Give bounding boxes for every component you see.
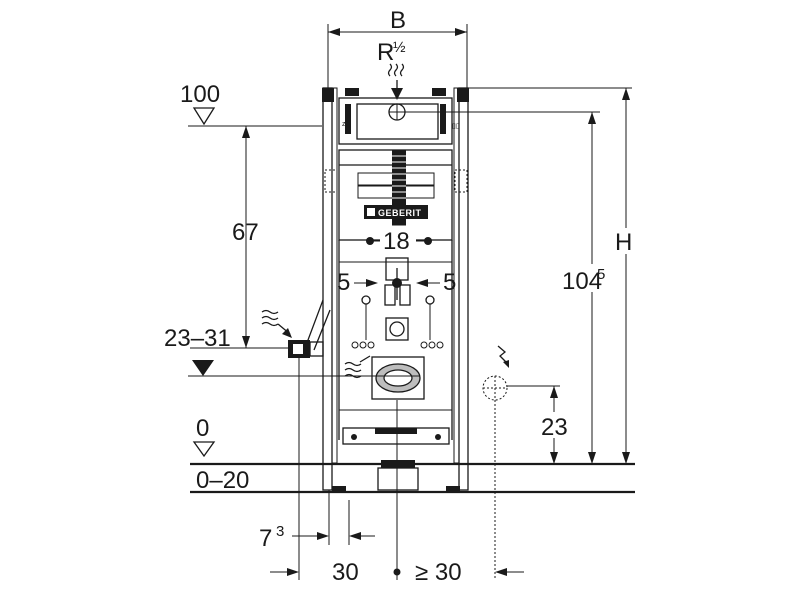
level-0-20-label: 0–20	[196, 467, 249, 494]
dimension-5-left: 5	[337, 269, 378, 296]
supply-fraction: ½	[393, 39, 406, 56]
dimension-30: 30	[270, 559, 401, 586]
dimension-width-b: B	[327, 7, 468, 88]
lightning-icon	[497, 345, 509, 368]
level-zero-label: 0	[196, 415, 209, 442]
dim-104-label: 104	[562, 268, 602, 295]
level-100: 100	[180, 81, 322, 127]
dim-18-label: 18	[383, 228, 410, 255]
dim-7-label: 7	[259, 525, 272, 552]
level-top-label: 100	[180, 81, 220, 108]
supply-label: R	[377, 39, 394, 66]
dimension-23-31: 23–31	[164, 309, 420, 379]
dim-5-right-label: 5	[443, 269, 456, 296]
electrical-outlet	[482, 345, 560, 401]
svg-text:GEBERIT: GEBERIT	[378, 208, 422, 218]
height-label: H	[615, 229, 632, 256]
dimension-5-right: 5	[416, 269, 456, 296]
geberit-logo: GEBERIT	[364, 205, 428, 219]
level-zero: 0 0–20	[192, 415, 249, 494]
dim-ge-30-label: ≥ 30	[415, 559, 462, 586]
level-triangle-icon	[192, 360, 214, 376]
width-label: B	[390, 7, 406, 34]
dimension-ge-30: ≥ 30	[415, 559, 524, 586]
dim-104-sup: 5	[597, 266, 605, 283]
floor-drain	[377, 460, 419, 491]
dim-7-sup: 3	[276, 523, 284, 540]
water-wave-icon	[387, 63, 405, 77]
svg-text:z: z	[342, 121, 346, 128]
water-wave-icon	[344, 355, 371, 379]
level-triangle-icon	[192, 441, 216, 458]
dimension-67: 67	[232, 126, 259, 348]
supply-valve	[288, 340, 324, 358]
dimension-height-h: H	[468, 87, 640, 464]
water-wave-icon	[261, 309, 292, 338]
level-triangle-icon	[192, 107, 216, 126]
dim-30-label: 30	[332, 559, 359, 586]
supply-connection-label: R ½	[377, 39, 406, 100]
svg-text:▯▯: ▯▯	[452, 123, 460, 130]
dimension-7-3: 7 3	[259, 523, 375, 552]
dimension-104: 104 5	[405, 111, 610, 464]
dimension-18: 18	[370, 226, 428, 255]
dim-5-left-label: 5	[337, 269, 350, 296]
drain-connection	[371, 356, 425, 400]
dim-67-label: 67	[232, 219, 259, 246]
installation-frame: z ▯▯ GEBERIT	[288, 87, 469, 493]
dimension-23: 23	[538, 386, 572, 464]
dim-23-label: 23	[541, 414, 568, 441]
